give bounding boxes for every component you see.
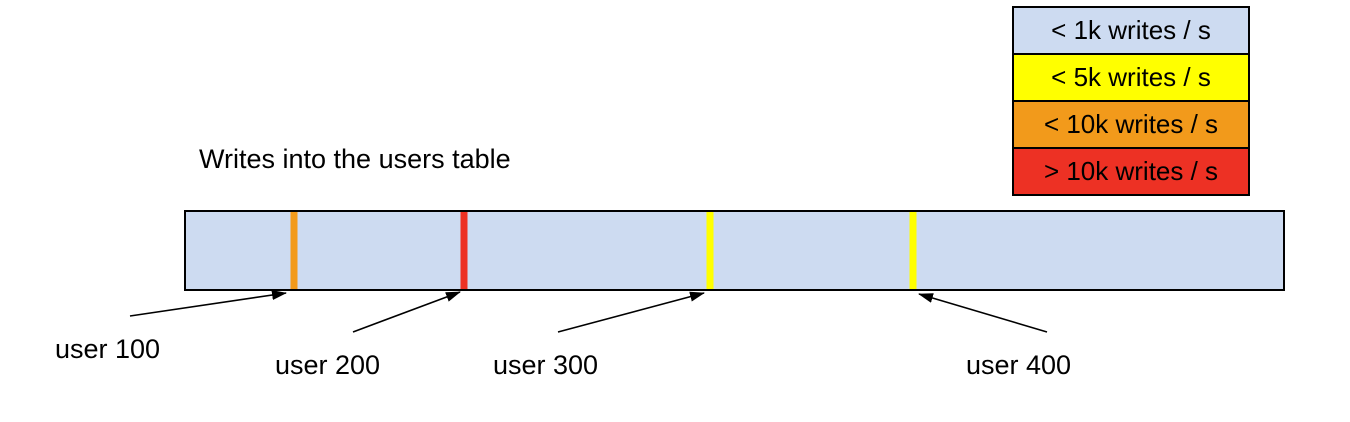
legend-item-label: < 10k writes / s — [1043, 109, 1219, 139]
users-table-bar — [184, 210, 1285, 291]
arrow-user-400 — [918, 293, 1048, 333]
write-hotspot-user-200 — [460, 212, 468, 289]
diagram-title: Writes into the users table — [199, 144, 511, 174]
legend-item-over-10k: > 10k writes / s — [1014, 149, 1248, 194]
legend: < 1k writes / s < 5k writes / s < 10k wr… — [1012, 6, 1250, 196]
label-user-100: user 100 — [55, 334, 161, 364]
arrow-user-300 — [557, 291, 705, 333]
legend-item-label: < 1k writes / s — [1051, 15, 1211, 45]
label-user-200: user 200 — [275, 350, 381, 380]
write-hotspot-user-100 — [290, 212, 297, 289]
arrow-user-100 — [129, 290, 287, 317]
legend-item-under-10k: < 10k writes / s — [1014, 102, 1248, 149]
label-user-300: user 300 — [493, 350, 599, 380]
write-hotspot-user-400 — [909, 212, 917, 289]
arrow-user-200 — [352, 291, 461, 333]
legend-item-label: > 10k writes / s — [1043, 156, 1219, 186]
label-user-400: user 400 — [966, 350, 1072, 380]
write-hotspot-user-300 — [706, 212, 714, 289]
legend-item-under-1k: < 1k writes / s — [1014, 8, 1248, 55]
legend-item-label: < 5k writes / s — [1051, 62, 1211, 92]
legend-item-under-5k: < 5k writes / s — [1014, 55, 1248, 102]
